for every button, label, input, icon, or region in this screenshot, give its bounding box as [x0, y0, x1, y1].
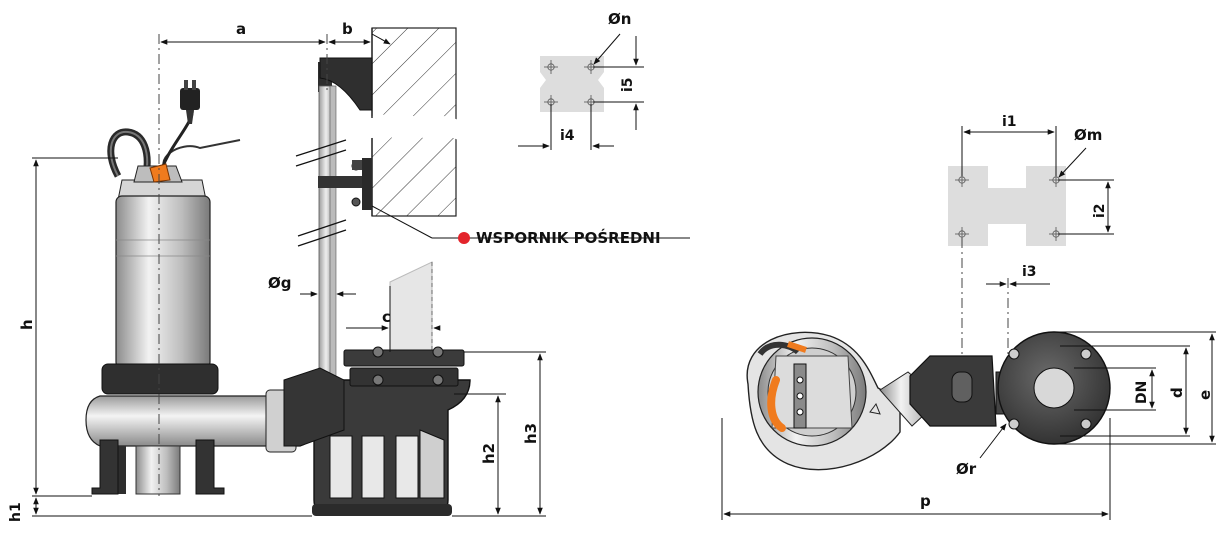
top-view: DN d e Ør p [721, 331, 1216, 520]
label-g: Øg [268, 274, 292, 292]
label-n: Øn [608, 10, 631, 28]
label-i1: i1 [1002, 114, 1017, 130]
intermediate-bracket-callout: WSPORNIK POŚREDNI [371, 205, 690, 247]
label-c: c [382, 308, 391, 326]
label-h3: h3 [522, 423, 540, 444]
label-m: Øm [1074, 126, 1102, 144]
label-DN: DN [1134, 381, 1150, 404]
label-p: p [920, 492, 931, 510]
label-i4: i4 [560, 128, 575, 144]
intermediate-bracket [318, 158, 372, 210]
side-view: WSPORNIK POŚREDNI [8, 20, 690, 522]
discharge-pipe-ghost [389, 261, 433, 353]
label-r: Ør [956, 460, 977, 478]
label-h1: h1 [8, 502, 24, 522]
label-h: h [18, 319, 36, 330]
label-i5: i5 [620, 77, 636, 92]
callout-marker [458, 232, 470, 244]
wall [368, 27, 458, 217]
label-i2: i2 [1092, 203, 1108, 218]
upper-bracket [318, 57, 373, 111]
callout-text: WSPORNIK POŚREDNI [476, 228, 661, 247]
label-d: d [1168, 387, 1186, 398]
guide-pipe [295, 85, 347, 377]
bracket-hole-template: i4 i5 Øn [518, 10, 644, 150]
label-e: e [1196, 390, 1214, 400]
label-i3: i3 [1022, 264, 1037, 280]
pump-body [85, 80, 345, 495]
label-h2: h2 [480, 443, 498, 464]
label-a: a [236, 20, 246, 38]
label-b: b [342, 20, 353, 38]
